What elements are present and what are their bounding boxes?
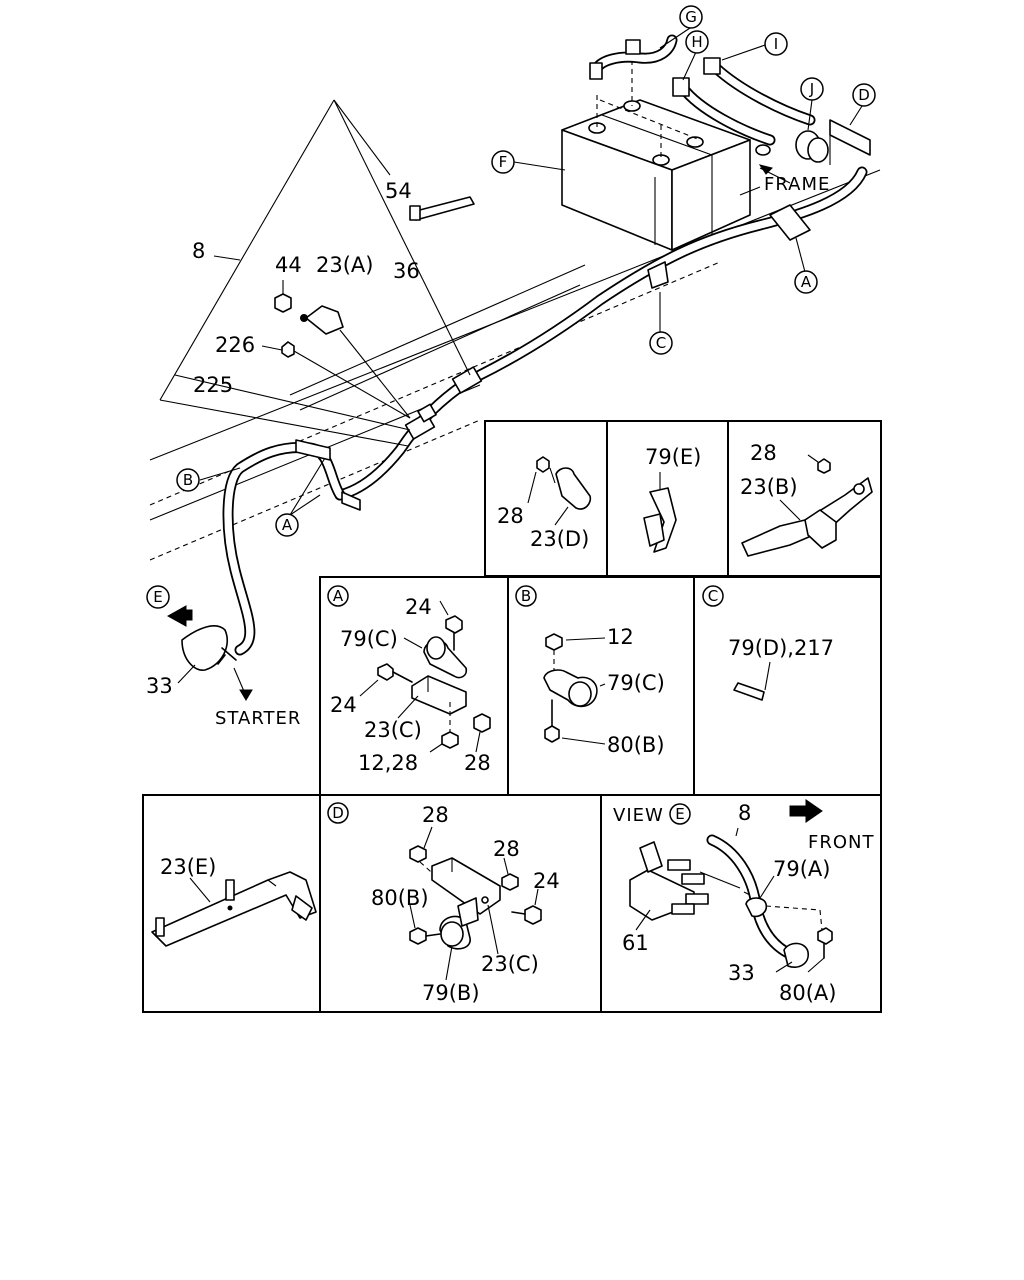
label-54: 54 bbox=[385, 179, 412, 203]
label-starter: STARTER bbox=[215, 708, 301, 729]
label-79d-217: 79(D),217 bbox=[728, 636, 834, 660]
box-c-key: C bbox=[702, 585, 724, 607]
battery bbox=[561, 60, 751, 251]
callout-i: I bbox=[764, 32, 788, 56]
label-8: 8 bbox=[738, 801, 751, 825]
label-24: 24 bbox=[533, 869, 560, 893]
view-e-key: E bbox=[669, 803, 691, 825]
label-61: 61 bbox=[622, 931, 649, 955]
main-view: G H I J D F A C B A E FRAME STARTER 54 8… bbox=[146, 5, 881, 729]
label-28: 28 bbox=[464, 751, 491, 775]
label-44: 44 bbox=[275, 253, 302, 277]
label-24-left: 24 bbox=[330, 693, 357, 717]
callout-j: J bbox=[800, 77, 824, 101]
view-e-key-text: E bbox=[675, 805, 684, 823]
callout-c: C bbox=[649, 331, 673, 355]
label-79c: 79(C) bbox=[340, 627, 398, 651]
label-23a: 23(A) bbox=[316, 253, 373, 277]
box-b: B 12 79(C) 80(B) bbox=[515, 585, 665, 757]
box-b-key: B bbox=[515, 585, 537, 607]
label-79e: 79(E) bbox=[645, 445, 701, 469]
label-226: 226 bbox=[215, 333, 255, 357]
label-33: 33 bbox=[728, 961, 755, 985]
label-12-28: 12,28 bbox=[358, 751, 418, 775]
label-23c: 23(C) bbox=[481, 952, 539, 976]
triangle-parts bbox=[174, 196, 475, 431]
label-24-top: 24 bbox=[405, 595, 432, 619]
label-80b: 80(B) bbox=[607, 733, 665, 757]
callout-h-text: H bbox=[691, 33, 702, 51]
box-c: C 79(D),217 bbox=[702, 585, 834, 742]
callout-d: D bbox=[852, 83, 876, 107]
label-28: 28 bbox=[497, 504, 524, 528]
callout-f-text: F bbox=[499, 153, 508, 171]
callout-e: E bbox=[146, 585, 170, 609]
detail-frames bbox=[142, 420, 882, 1013]
label-28-top: 28 bbox=[422, 803, 449, 827]
label-23e: 23(E) bbox=[160, 855, 216, 879]
label-front: FRONT bbox=[808, 832, 875, 853]
label-80a: 80(A) bbox=[779, 981, 836, 1005]
callout-i-text: I bbox=[774, 35, 778, 53]
label-79c: 79(C) bbox=[607, 671, 665, 695]
callout-a-left-text: A bbox=[282, 516, 293, 534]
callout-d-text: D bbox=[858, 86, 870, 104]
box-d: D 28 28 24 80(B) 23(C) 79(B) bbox=[327, 802, 560, 1005]
box-23e: 23(E) bbox=[151, 855, 317, 947]
label-225: 225 bbox=[193, 373, 233, 397]
label-79a: 79(A) bbox=[773, 857, 830, 881]
callout-g: G bbox=[679, 5, 703, 29]
box-c-key-text: C bbox=[708, 587, 718, 605]
callout-c-text: C bbox=[656, 334, 666, 352]
box-d-key: D bbox=[327, 802, 349, 824]
box-b-key-text: B bbox=[521, 587, 531, 605]
callout-b-text: B bbox=[183, 471, 193, 489]
label-8: 8 bbox=[192, 239, 205, 263]
box-79e: 79(E) bbox=[643, 445, 701, 553]
label-23c: 23(C) bbox=[364, 718, 422, 742]
label-33: 33 bbox=[146, 674, 173, 698]
label-23b: 23(B) bbox=[740, 475, 798, 499]
label-79b: 79(B) bbox=[422, 981, 480, 1005]
label-view: VIEW bbox=[613, 805, 664, 826]
callout-a-right: A bbox=[794, 270, 818, 294]
label-28-mid: 28 bbox=[493, 837, 520, 861]
callout-a-left: A bbox=[275, 513, 299, 537]
main-leaders bbox=[166, 27, 863, 701]
label-23d: 23(D) bbox=[530, 527, 589, 551]
battery-cables bbox=[589, 34, 871, 165]
callout-f: F bbox=[491, 150, 515, 174]
box-a-key-text: A bbox=[333, 587, 344, 605]
main-harness bbox=[181, 166, 868, 671]
label-80b: 80(B) bbox=[371, 886, 429, 910]
label-28: 28 bbox=[750, 441, 777, 465]
box-23d: 28 23(D) bbox=[497, 456, 592, 551]
box-a: A 24 79(C) 24 23(C) 12,28 28 bbox=[327, 585, 491, 775]
label-36: 36 bbox=[393, 259, 420, 283]
box-a-key: A bbox=[327, 585, 349, 607]
callout-e-text: E bbox=[153, 588, 162, 606]
callout-triangle bbox=[159, 99, 471, 447]
box-d-key-text: D bbox=[332, 804, 344, 822]
label-12: 12 bbox=[607, 625, 634, 649]
box-view-e: VIEW E 8 FRONT 79(A) 61 33 80(A) bbox=[613, 799, 875, 1005]
callout-g-text: G bbox=[685, 8, 697, 26]
callout-j-text: J bbox=[809, 80, 814, 98]
callout-b: B bbox=[176, 468, 200, 492]
callout-a-right-text: A bbox=[801, 273, 812, 291]
callout-h: H bbox=[685, 30, 709, 54]
box-23b: 28 23(B) bbox=[740, 441, 873, 557]
label-frame: FRAME bbox=[764, 174, 830, 195]
